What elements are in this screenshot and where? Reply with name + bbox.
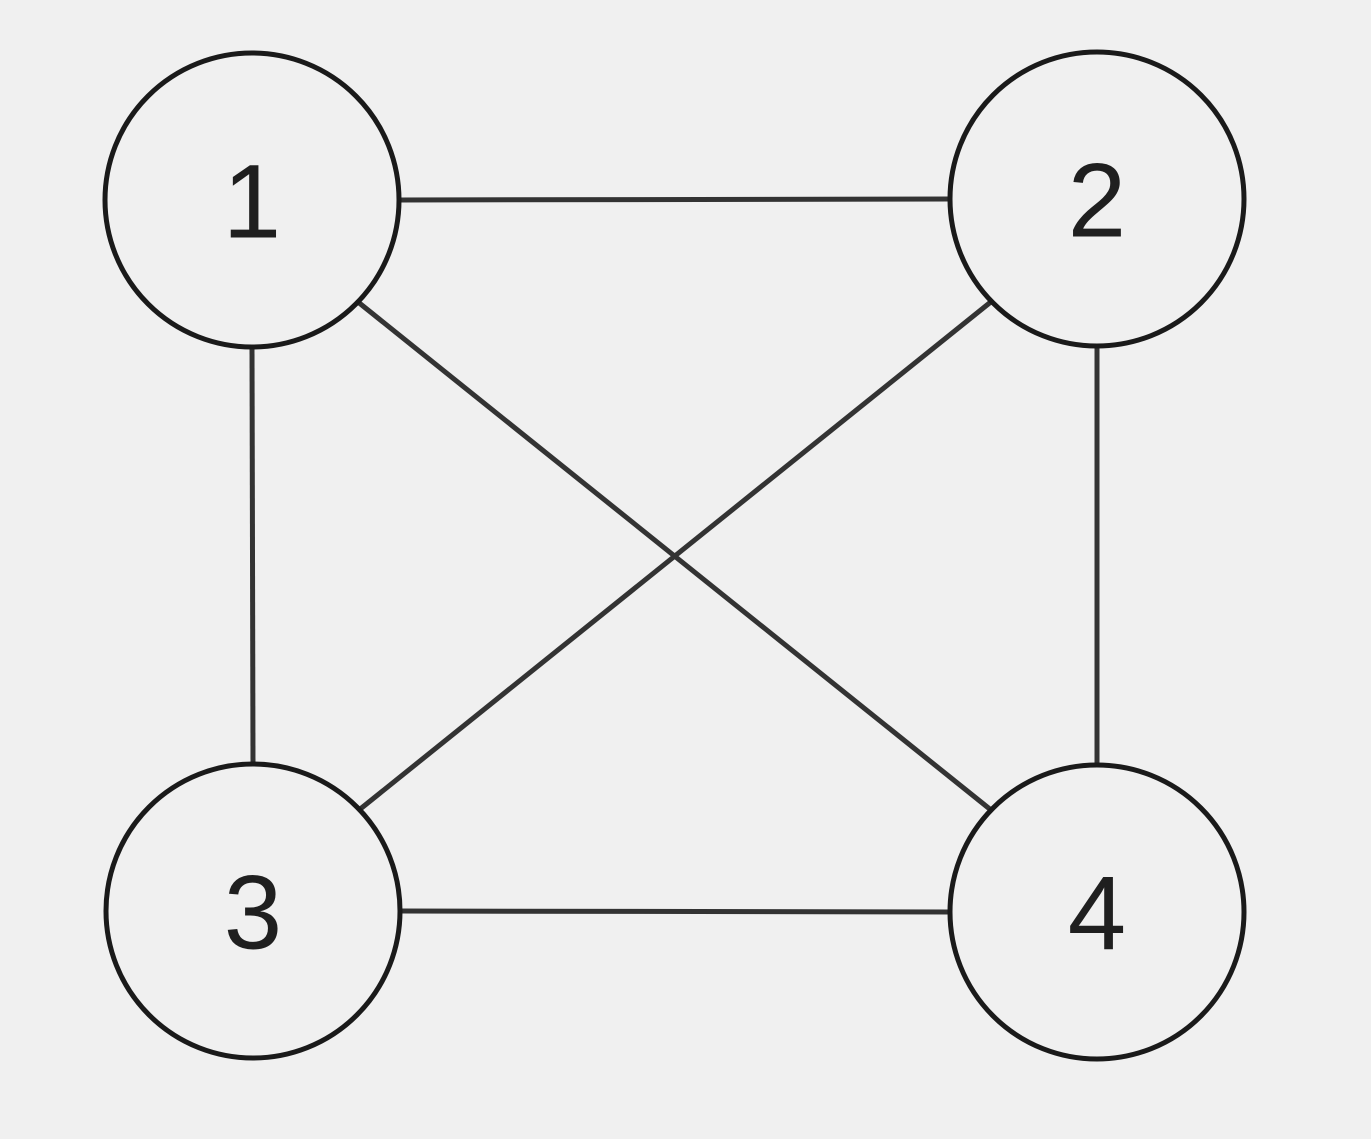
graph-node-3[interactable]: 3: [103, 761, 403, 1061]
graph-node-4[interactable]: 4: [947, 762, 1247, 1062]
node-label-4: 4: [1068, 856, 1126, 973]
node-circle-3[interactable]: [103, 761, 403, 1061]
node-circle-2[interactable]: [947, 49, 1247, 349]
graph-node-2[interactable]: 2: [947, 49, 1247, 349]
edges-group: [249, 196, 1100, 915]
node-circle-1[interactable]: [102, 50, 402, 350]
node-circle-4[interactable]: [947, 762, 1247, 1062]
node-label-1: 1: [223, 144, 281, 261]
graph-node-1[interactable]: 1: [102, 50, 402, 350]
node-label-2: 2: [1068, 143, 1126, 260]
node-label-3: 3: [224, 855, 282, 972]
graph-edge-3-4[interactable]: [399, 908, 951, 915]
nodes-group: 1 2 3 4: [102, 49, 1247, 1062]
graph-edge-2-3[interactable]: [357, 299, 994, 812]
graph-edge-1-2[interactable]: [398, 196, 951, 203]
graph-edge-1-3[interactable]: [249, 346, 256, 765]
